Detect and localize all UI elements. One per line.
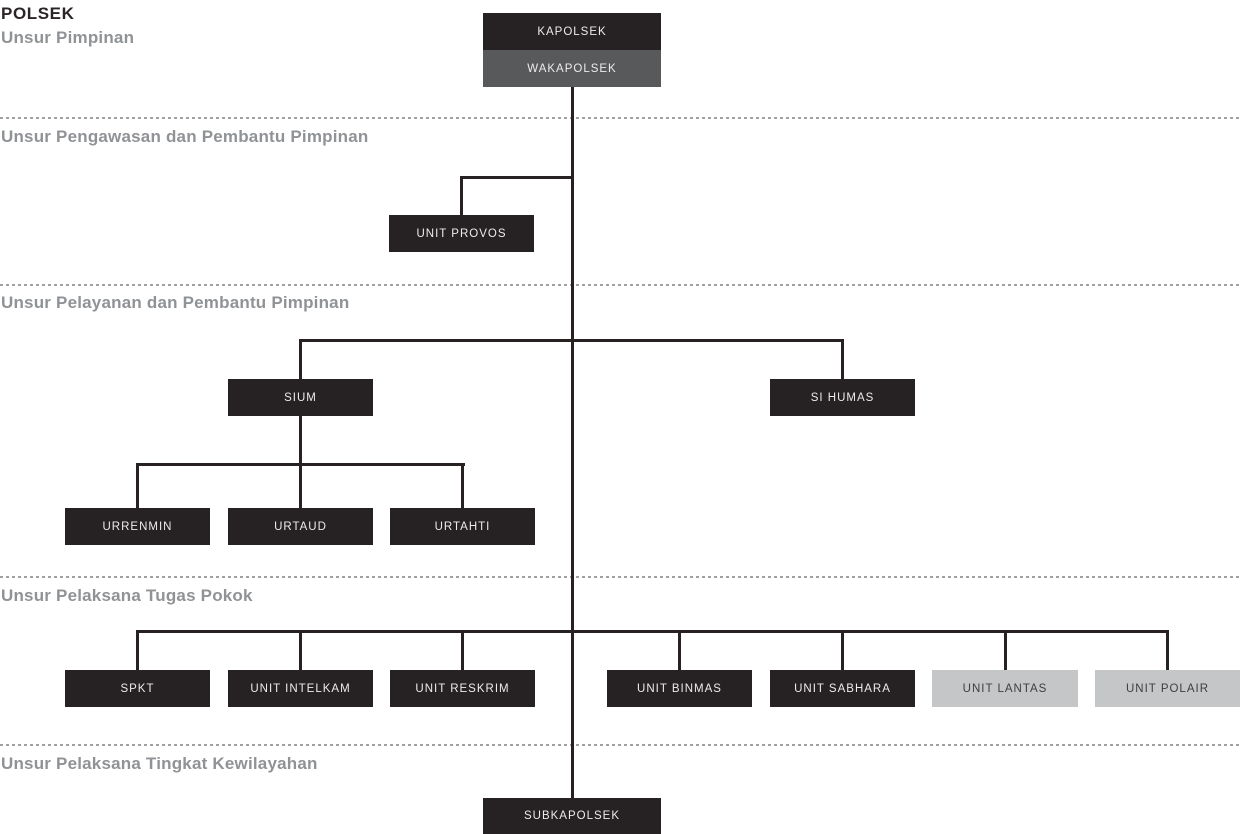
unit-reskrim-label: UNIT RESKRIM (415, 682, 510, 695)
unit-binmas-label: UNIT BINMAS (637, 682, 722, 695)
binmas-drop-line (678, 630, 681, 670)
section-label: Unsur Pelayanan dan Pembantu Pimpinan (1, 293, 350, 312)
section-label: Unsur Pengawasan dan Pembantu Pimpinan (1, 127, 369, 146)
unit-lantas-box: UNIT LANTAS (932, 670, 1078, 707)
urrenmin-box: URRENMIN (65, 508, 210, 545)
unit-lantas-label: UNIT LANTAS (962, 682, 1048, 695)
section-divider (0, 117, 1240, 119)
urtahti-box: URTAHTI (390, 508, 535, 545)
provos-elbow-h-line (461, 176, 573, 179)
section-label: Unsur Pelaksana Tugas Pokok (1, 586, 253, 605)
wakapolsek-box: WAKAPOLSEK (483, 50, 661, 87)
unit-provos-box: UNIT PROVOS (389, 215, 534, 252)
section-divider (0, 576, 1240, 578)
unit-polair-label: UNIT POLAIR (1126, 682, 1209, 695)
section-label: Unsur Pelaksana Tingkat Kewilayahan (1, 754, 318, 773)
units-branch-line (136, 630, 1169, 633)
urtahti-drop-line (461, 463, 464, 508)
unit-reskrim-box: UNIT RESKRIM (390, 670, 535, 707)
spkt-box: SPKT (65, 670, 210, 707)
unit-provos-label: UNIT PROVOS (416, 227, 507, 240)
spkt-drop-line (136, 630, 139, 670)
sabhara-drop-line (841, 630, 844, 670)
urrenmin-label: URRENMIN (102, 520, 173, 533)
sium-box: SIUM (228, 379, 373, 416)
subkapolsek-label: SUBKAPOLSEK (523, 810, 620, 822)
unit-intelkam-box: UNIT INTELKAM (228, 670, 373, 707)
main-vertical-line (571, 87, 574, 798)
provos-elbow-v-line (460, 176, 463, 215)
lantas-drop-line (1004, 630, 1007, 670)
intelkam-drop-line (299, 630, 302, 670)
unit-sabhara-label: UNIT SABHARA (794, 682, 891, 695)
reskrim-drop-line (461, 630, 464, 670)
urtahti-label: URTAHTI (434, 520, 491, 533)
section-divider (0, 744, 1240, 746)
section-label: Unsur Pimpinan (1, 28, 135, 47)
si-humas-drop-line (841, 339, 844, 379)
urrenmin-drop-line (136, 463, 139, 508)
spkt-label: SPKT (120, 682, 155, 695)
subkapolsek-box: SUBKAPOLSEK (483, 798, 661, 834)
unit-binmas-box: UNIT BINMAS (607, 670, 752, 707)
urtaud-box: URTAUD (228, 508, 373, 545)
wakapolsek-label: WAKAPOLSEK (527, 62, 617, 75)
sium-label: SIUM (284, 391, 317, 404)
sium-drop-line (299, 339, 302, 379)
page-title: POLSEK (1, 4, 75, 23)
kapolsek-label: KAPOLSEK (537, 25, 607, 38)
kapolsek-box: KAPOLSEK (483, 13, 661, 50)
urtaud-drop-line (299, 463, 302, 508)
unit-polair-box: UNIT POLAIR (1095, 670, 1240, 707)
unit-intelkam-label: UNIT INTELKAM (250, 682, 351, 695)
services-branch-line (299, 339, 844, 342)
urtaud-label: URTAUD (274, 520, 327, 533)
section-divider (0, 284, 1240, 286)
polair-drop-line (1166, 630, 1169, 670)
sium-down-line (299, 416, 302, 465)
si-humas-box: SI HUMAS (770, 379, 915, 416)
unit-sabhara-box: UNIT SABHARA (770, 670, 915, 707)
si-humas-label: SI HUMAS (810, 391, 875, 404)
